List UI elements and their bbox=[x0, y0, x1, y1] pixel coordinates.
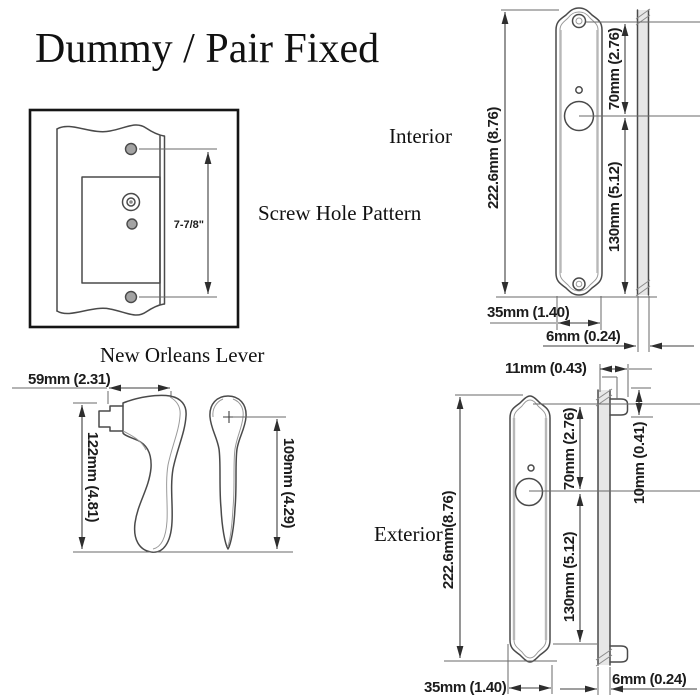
dim-exterior-tab-projection: 11mm (0.43) bbox=[505, 360, 587, 377]
exterior-lever-hole bbox=[514, 477, 544, 507]
lever-label: New Orleans Lever bbox=[100, 343, 264, 367]
lever-side-inner-left bbox=[212, 398, 224, 418]
page-title: Dummy / Pair Fixed bbox=[35, 26, 379, 72]
interior-arch-inner-top bbox=[559, 11, 599, 31]
dim-lever-side-length: 109mm (4.29) bbox=[280, 438, 297, 529]
middle-screw-hole bbox=[126, 218, 138, 230]
exterior-break-mark bbox=[595, 648, 613, 661]
interior-break-mark bbox=[635, 279, 651, 291]
latch-plate bbox=[81, 176, 161, 284]
dim-interior-width: 35mm (1.40) bbox=[487, 304, 570, 321]
dim-exterior-handle-to-bottom: 130mm (5.12) bbox=[561, 531, 578, 622]
interior-break-mark bbox=[635, 8, 651, 20]
exterior-small-hole bbox=[527, 464, 535, 472]
interior-break-mark bbox=[635, 14, 651, 26]
dim-hole-spacing: 7-7/8" bbox=[174, 219, 204, 231]
dim-interior-top-to-handle: 70mm (2.76) bbox=[606, 27, 623, 110]
dim-lever-projection: 59mm (2.31) bbox=[28, 371, 111, 388]
exterior-diagram: 11mm (0.43) 10mm (0.41) 70mm (2.76) 130m… bbox=[424, 360, 700, 696]
lever-spindle-stub bbox=[98, 405, 124, 432]
dim-exterior-height: 222.6mm(8.76) bbox=[440, 491, 457, 590]
dim-lever-front-length: 122mm (4.81) bbox=[84, 432, 101, 523]
exterior-plate-outline bbox=[509, 395, 551, 663]
exterior-arch-inner-top bbox=[513, 399, 547, 419]
interior-label: Interior bbox=[389, 124, 452, 148]
interior-plate-outline bbox=[555, 7, 603, 296]
lever-front-shoulder bbox=[122, 430, 147, 451]
interior-diagram: 222.6mm (8.76) 70mm (2.76) 130mm (5.12) … bbox=[485, 7, 700, 352]
dim-interior-thickness: 6mm (0.24) bbox=[546, 328, 621, 345]
spindle-hole-inner bbox=[126, 197, 136, 207]
top-screw-hole bbox=[124, 142, 138, 156]
dim-interior-handle-to-bottom: 130mm (5.12) bbox=[606, 161, 623, 252]
interior-top-screw-inner bbox=[575, 17, 583, 25]
door-edge-top-break bbox=[56, 124, 165, 137]
dim-interior-height: 222.6mm (8.76) bbox=[485, 107, 502, 209]
lever-side-inner-contour bbox=[227, 398, 244, 547]
exterior-bottom-tab bbox=[609, 645, 629, 663]
lever-side-outline bbox=[209, 395, 247, 550]
exterior-side-profile bbox=[598, 390, 610, 665]
door-edge-bottom-break bbox=[56, 303, 165, 316]
interior-arch-inner-bottom bbox=[559, 272, 599, 292]
interior-break-mark bbox=[635, 285, 651, 297]
dim-exterior-tab-height: 10mm (0.41) bbox=[631, 421, 648, 504]
lever-front-inner-contour bbox=[152, 396, 181, 550]
screw-hole-pattern-label: Screw Hole Pattern bbox=[258, 201, 422, 225]
lever-front-outline bbox=[122, 394, 187, 553]
interior-small-hole bbox=[575, 86, 583, 94]
interior-bottom-screw bbox=[572, 277, 586, 291]
exterior-break-mark bbox=[595, 388, 613, 401]
spindle-hole-outer bbox=[121, 192, 141, 212]
dim-exterior-width: 35mm (1.40) bbox=[424, 679, 507, 696]
lever-diagram: 59mm (2.31) 122mm (4.81) 109mm (4.29) bbox=[12, 371, 297, 553]
interior-bottom-screw-inner bbox=[575, 280, 583, 288]
exterior-label: Exterior bbox=[374, 522, 443, 546]
dim-exterior-thickness: 6mm (0.24) bbox=[612, 671, 687, 688]
interior-top-screw bbox=[571, 13, 587, 29]
spindle-hole-center bbox=[129, 200, 133, 204]
interior-side-profile bbox=[637, 10, 649, 295]
exterior-arch-inner-bottom bbox=[513, 639, 547, 659]
dim-exterior-top-to-handle: 70mm (2.76) bbox=[561, 407, 578, 490]
screw-hole-pattern-diagram: 7-7/8" bbox=[28, 108, 240, 329]
bottom-screw-hole bbox=[124, 290, 138, 304]
exterior-top-tab bbox=[609, 398, 629, 416]
exterior-break-mark bbox=[595, 654, 613, 667]
